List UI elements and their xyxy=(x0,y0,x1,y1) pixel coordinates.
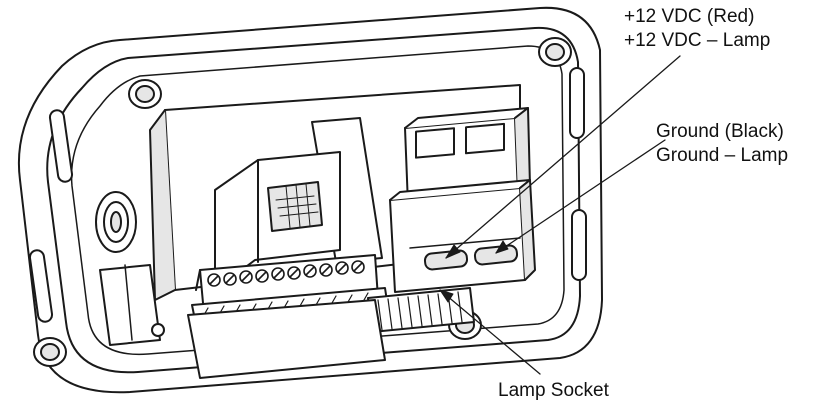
label-lamp-socket: Lamp Socket xyxy=(498,380,609,401)
main-board-side xyxy=(149,109,176,301)
mounting-slot-left-upper xyxy=(48,109,74,183)
callout-arrowheads xyxy=(439,240,509,303)
phone-jack xyxy=(214,151,341,291)
label-ground-lamp: Ground – Lamp xyxy=(656,145,789,166)
screw-hole-left xyxy=(95,191,137,253)
housing-inner-rim xyxy=(70,45,565,356)
terminal-slot-red xyxy=(423,249,469,271)
mounting-boss-top-right xyxy=(538,37,572,67)
mounting-slot-left-lower xyxy=(28,249,54,323)
power-connector-housing xyxy=(389,179,536,293)
mounting-boss-top-left xyxy=(128,79,162,109)
leader-ground xyxy=(495,139,666,254)
left-bracket xyxy=(99,264,161,346)
label-vdc-red: +12 VDC (Red) xyxy=(624,6,755,27)
ribbon-tab xyxy=(187,299,386,379)
label-vdc-lamp: +12 VDC – Lamp xyxy=(624,30,771,51)
arrowhead-ground xyxy=(495,240,509,254)
leader-vdc xyxy=(445,55,681,259)
mounting-slot-right-upper xyxy=(569,67,585,139)
mounting-boss-bottom-left xyxy=(33,337,67,367)
terminal-screw-heads xyxy=(207,260,365,287)
arrowhead-lamp xyxy=(439,289,454,303)
leader-lamp-socket xyxy=(439,289,541,375)
mounting-slot-right-lower xyxy=(571,209,587,281)
callout-lines xyxy=(439,55,681,375)
arrowhead-vdc xyxy=(445,244,461,259)
left-bracket-detail xyxy=(124,264,133,341)
bracket-screw xyxy=(151,323,165,337)
label-ground-black: Ground (Black) xyxy=(656,121,784,142)
terminal-slot-black xyxy=(473,244,519,266)
